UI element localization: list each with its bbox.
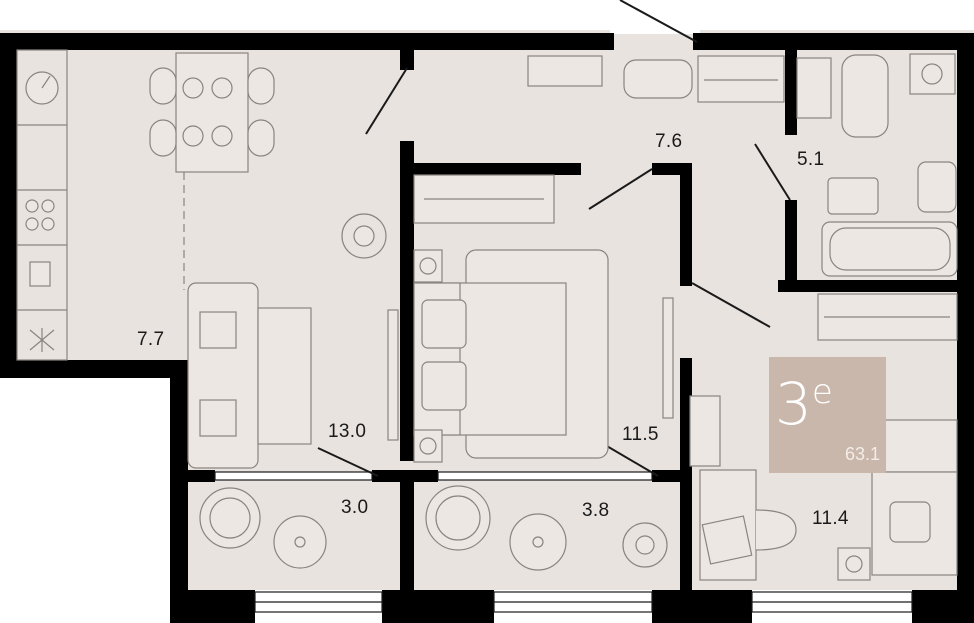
room-area-living-room: 13.0 [328, 421, 367, 442]
apartment-type-badge: 3е 63.1 [769, 357, 886, 473]
room-area-bedroom-2: 11.4 [812, 508, 849, 529]
doors [317, 0, 791, 477]
walls [0, 33, 974, 623]
room-area-bedroom: 11.5 [622, 424, 659, 445]
room-area-balcony-1: 3.0 [341, 497, 369, 518]
type-suffix: е [811, 372, 833, 412]
room-area-balcony-2: 3.8 [582, 500, 610, 521]
room-area-bathroom: 5.1 [797, 149, 825, 170]
apartment-type-label: 3е [775, 375, 833, 433]
furniture [16, 49, 958, 581]
total-area: 63.1 [844, 444, 880, 464]
windows [214, 471, 913, 613]
room-area-kitchen: 7.7 [137, 329, 165, 350]
room-count: 3 [775, 370, 812, 438]
room-area-hallway: 7.6 [655, 131, 683, 152]
